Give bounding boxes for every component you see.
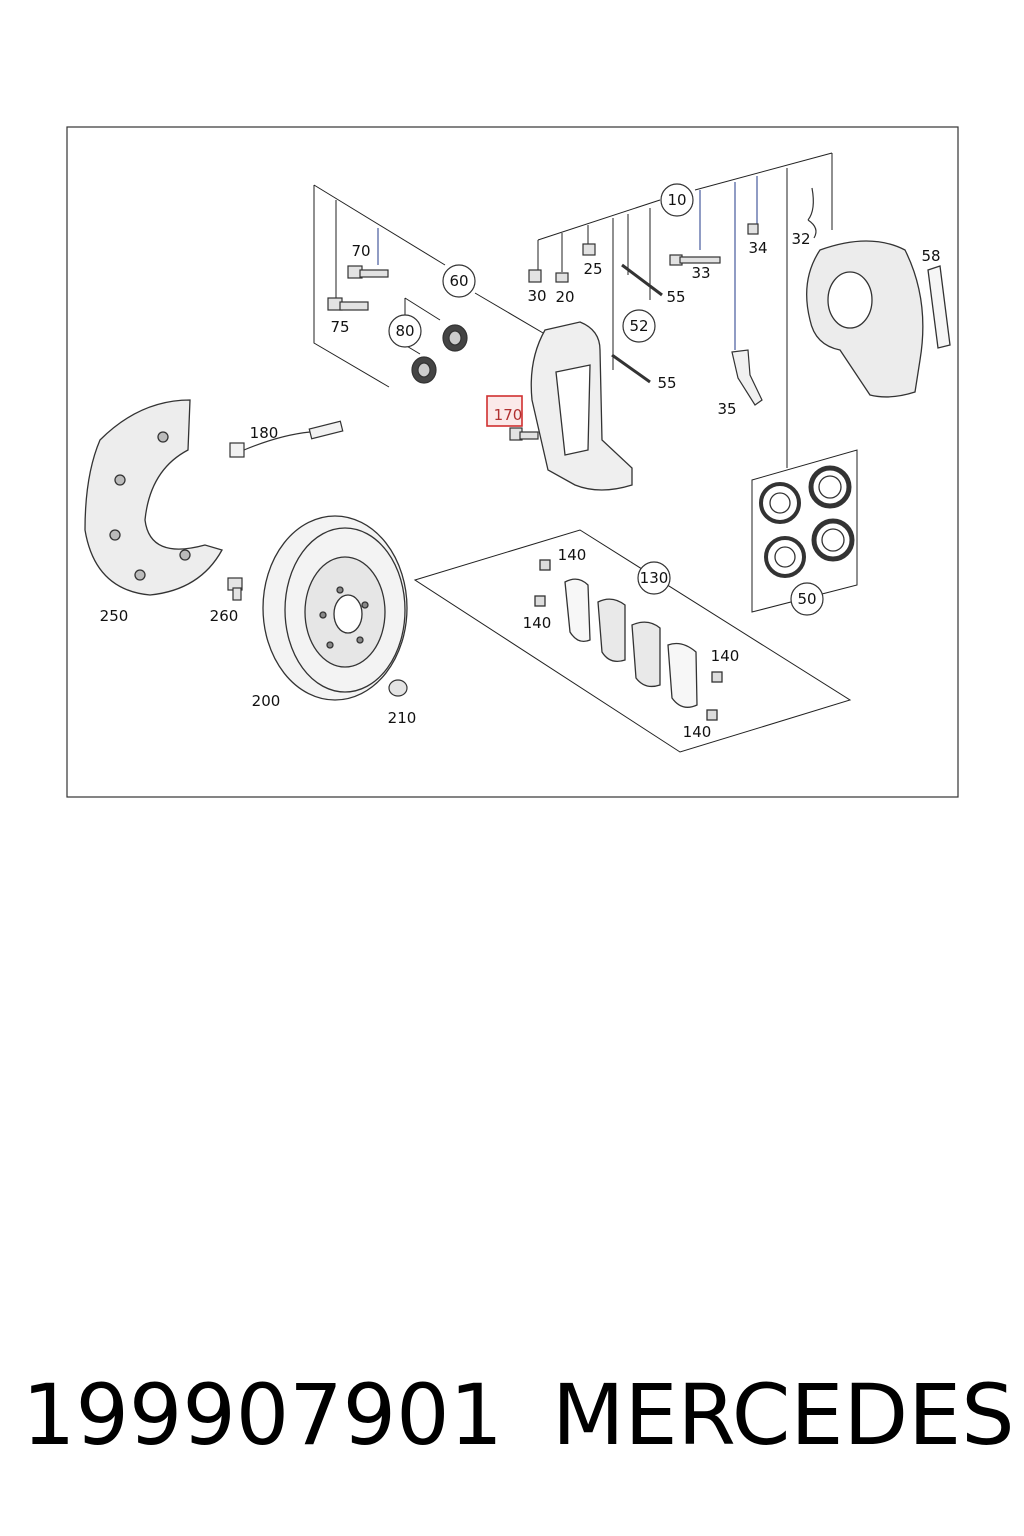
callout-210: 210 [388, 709, 417, 727]
callout-20: 20 [555, 288, 574, 306]
callout-130: 130 [637, 561, 671, 595]
leader-lines [313, 152, 858, 753]
svg-text:52: 52 [629, 317, 648, 335]
brand-name: MERCEDES [552, 1366, 1015, 1464]
callout-180: 180 [250, 424, 279, 442]
callout-50: 50 [790, 582, 824, 616]
parts-diagram: 10 60 80 52 130 50 70 75 30 20 25 33 34 … [66, 126, 959, 798]
callout-55-lower: 55 [657, 374, 676, 392]
svg-text:130: 130 [640, 569, 669, 587]
callout-32: 32 [791, 230, 810, 248]
svg-text:170: 170 [494, 406, 523, 424]
callout-35: 35 [717, 400, 736, 418]
callout-140-d: 140 [683, 723, 712, 741]
seal-kit-50 [759, 465, 855, 578]
bushings [411, 324, 468, 384]
svg-text:60: 60 [449, 272, 468, 290]
callout-200: 200 [252, 692, 281, 710]
pins-and-springs [528, 187, 817, 406]
caliper-body [806, 240, 951, 398]
svg-text:80: 80 [395, 322, 414, 340]
brake-disc-200 [262, 515, 408, 701]
callout-140-b: 140 [523, 614, 552, 632]
callout-34: 34 [748, 239, 767, 257]
callout-30: 30 [527, 287, 546, 305]
callout-250: 250 [100, 607, 129, 625]
dust-shield-250 [84, 399, 223, 596]
footer: 199907901 MERCEDES [0, 1360, 1024, 1470]
callout-25: 25 [583, 260, 602, 278]
callout-10: 10 [660, 183, 694, 217]
callout-75: 75 [330, 318, 349, 336]
svg-text:10: 10 [667, 191, 686, 209]
pad-set-130 [534, 559, 723, 721]
callout-33: 33 [691, 264, 710, 282]
screws-small [227, 577, 408, 697]
callout-170-highlighted: 170 [486, 395, 523, 427]
callout-60: 60 [442, 264, 476, 298]
svg-text:50: 50 [797, 590, 816, 608]
callout-52: 52 [622, 309, 656, 343]
callout-55-upper: 55 [666, 288, 685, 306]
part-number: 199907901 [22, 1366, 503, 1464]
caliper-carrier [530, 321, 633, 491]
wear-sensor-180 [229, 420, 344, 458]
callout-80: 80 [388, 314, 422, 348]
callout-140-a: 140 [558, 546, 587, 564]
callout-260: 260 [210, 607, 239, 625]
diagram-frame [66, 126, 959, 798]
callout-58: 58 [921, 247, 940, 265]
bolts [327, 265, 539, 441]
callout-70: 70 [351, 242, 370, 260]
callout-140-c: 140 [711, 647, 740, 665]
